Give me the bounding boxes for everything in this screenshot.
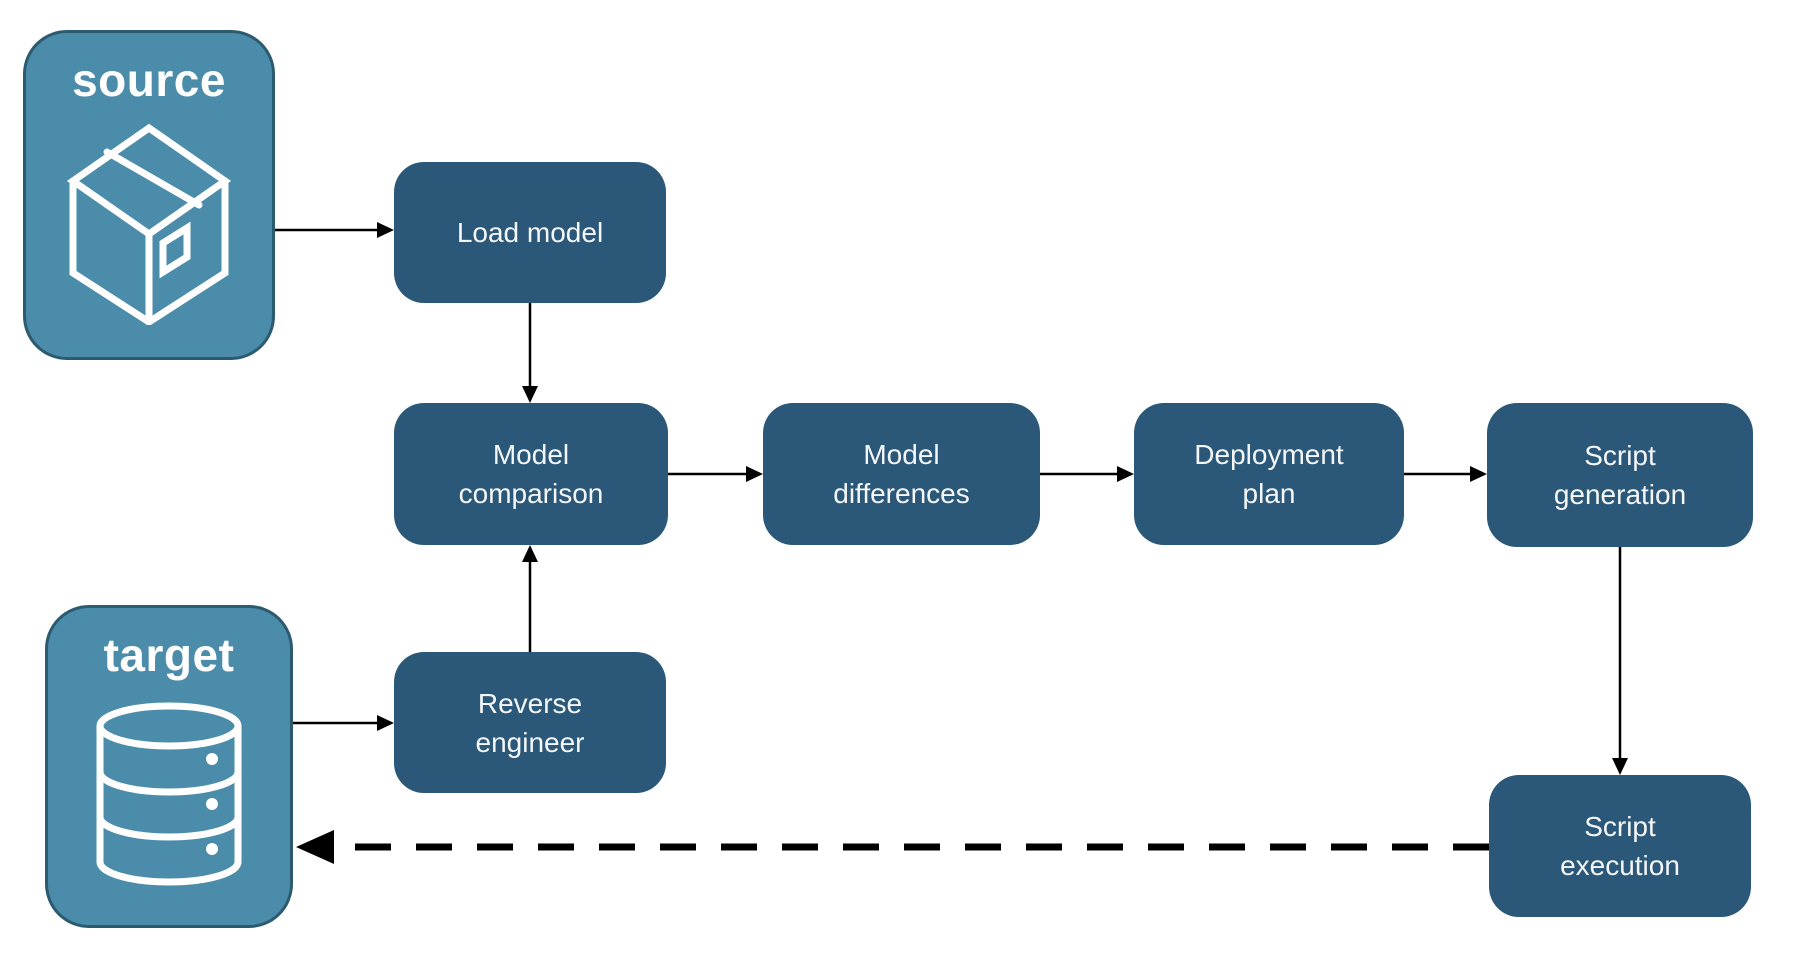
- package-icon: [63, 123, 235, 340]
- source-store-box: source: [23, 30, 275, 360]
- database-icon: [93, 702, 245, 903]
- process-reverse-engineer: Reverse engineer: [394, 652, 666, 793]
- target-store-box: target: [45, 605, 293, 928]
- process-model-comparison: Model comparison: [394, 403, 668, 545]
- edge-script-execution-to-target-arrowhead: [296, 830, 334, 864]
- target-label: target: [103, 629, 235, 681]
- edge-model-comparison-to-model-differences-arrowhead: [746, 466, 763, 482]
- process-deployment-plan: Deployment plan: [1134, 403, 1404, 545]
- process-load-model: Load model: [394, 162, 666, 303]
- edge-load-model-to-model-comparison-arrowhead: [522, 386, 538, 403]
- edge-script-generation-to-script-execution-arrowhead: [1612, 758, 1628, 775]
- process-script-generation: Script generation: [1487, 403, 1753, 547]
- edge-source-to-load-model-arrowhead: [377, 222, 394, 238]
- process-script-execution: Script execution: [1489, 775, 1751, 917]
- process-model-differences: Model differences: [763, 403, 1040, 545]
- edge-deployment-plan-to-script-generation-arrowhead: [1470, 466, 1487, 482]
- edge-reverse-engineer-to-model-comparison-arrowhead: [522, 545, 538, 562]
- edge-model-differences-to-deployment-plan-arrowhead: [1117, 466, 1134, 482]
- edge-target-to-reverse-engineer-arrowhead: [377, 715, 394, 731]
- source-label: source: [72, 54, 226, 106]
